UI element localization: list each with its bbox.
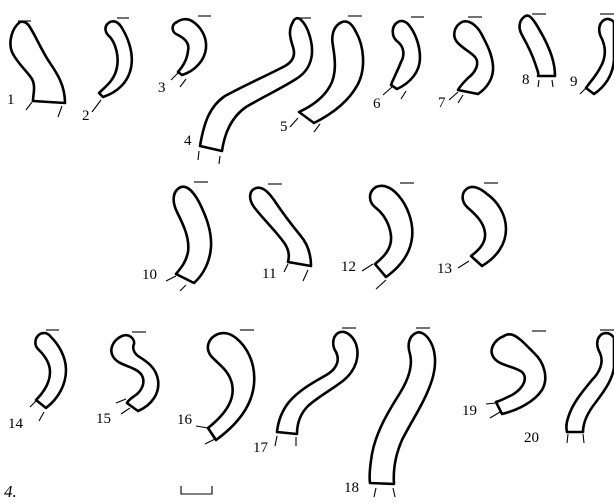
specimen-17: 17: [253, 328, 358, 456]
scale-bar: [181, 486, 212, 494]
label-14: 14: [8, 416, 24, 432]
label-4: 4: [184, 133, 192, 149]
specimen-8: 8: [520, 14, 555, 88]
specimen-5: 5: [280, 16, 363, 135]
specimen-19: 19: [462, 331, 546, 419]
label-10: 10: [142, 267, 157, 283]
specimen-9: 9: [570, 14, 614, 94]
figure-label: 4.: [4, 482, 17, 501]
label-9: 9: [570, 74, 578, 90]
specimen-2: 2: [82, 18, 132, 124]
label-8: 8: [522, 72, 530, 88]
label-13: 13: [437, 261, 452, 277]
specimen-15: 15: [96, 332, 158, 427]
specimen-3: 3: [158, 16, 211, 96]
label-19: 19: [462, 403, 477, 419]
specimen-6: 6: [373, 17, 424, 112]
specimen-14: 14: [8, 330, 66, 432]
label-11: 11: [262, 266, 276, 282]
label-1: 1: [7, 92, 15, 108]
specimen-13: 13: [437, 183, 506, 277]
specimen-10: 10: [142, 182, 211, 291]
label-12: 12: [341, 259, 356, 275]
specimen-11: 11: [250, 184, 311, 282]
specimen-20: 20: [524, 330, 614, 446]
label-16: 16: [177, 412, 193, 428]
specimen-7: 7: [438, 17, 493, 111]
label-20: 20: [524, 430, 539, 446]
specimen-12: 12: [341, 183, 414, 289]
label-6: 6: [373, 96, 381, 112]
label-7: 7: [438, 95, 446, 111]
label-3: 3: [158, 80, 166, 96]
label-2: 2: [82, 108, 90, 124]
specimen-4: 4: [184, 18, 312, 164]
label-17: 17: [253, 440, 269, 456]
label-18: 18: [344, 480, 359, 496]
label-5: 5: [280, 119, 288, 135]
specimen-16: 16: [177, 330, 254, 444]
specimen-1: 1: [7, 21, 65, 117]
label-15: 15: [96, 411, 111, 427]
